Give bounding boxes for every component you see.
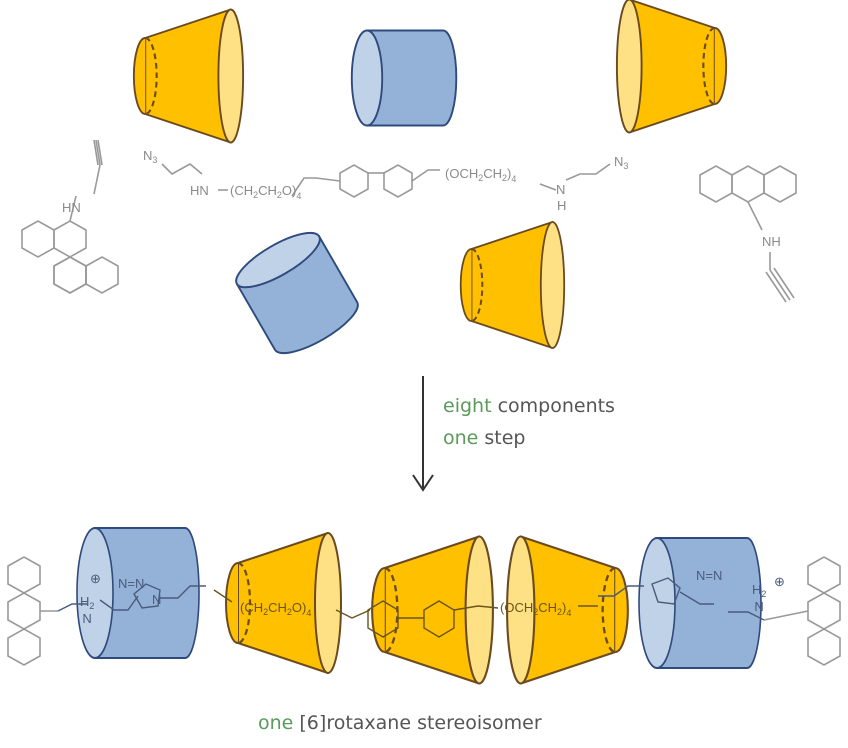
product-caption: one [6]rotaxane stereoisomer xyxy=(258,712,542,734)
axle-amine-right-n: N xyxy=(556,182,565,197)
product-caption-text: [6]rotaxane stereoisomer xyxy=(293,712,542,734)
reactant-cyclodextrin-1 xyxy=(132,8,245,144)
product-stopper-left xyxy=(7,556,58,666)
reaction-condition-line2: one step xyxy=(443,427,526,449)
product-peg-right: (OCH2CH2)4 xyxy=(500,600,571,618)
product-triazole-right: N=N xyxy=(696,568,722,583)
axle-amine-left: HN xyxy=(190,183,209,198)
axle-peg-right: (OCH2CH2)4 xyxy=(445,166,516,184)
stopper-right-nh: NH xyxy=(762,234,781,249)
reactant-cucurbituril-1 xyxy=(350,29,458,127)
product-cucurbituril-right xyxy=(638,536,762,670)
step-text: step xyxy=(478,427,526,449)
stopper-right: NH xyxy=(699,165,797,303)
product-stopper-right xyxy=(763,556,841,666)
stopper-left-hn: HN xyxy=(62,200,81,215)
reactant-cyclodextrin-2 xyxy=(615,0,728,134)
reaction-arrow xyxy=(412,376,434,492)
stopper-left: HN xyxy=(21,139,119,294)
axle-azide-right: N3 xyxy=(614,154,628,171)
product-plus-right: ⊕ xyxy=(774,574,785,589)
axle-azide-left: N3 xyxy=(143,148,157,165)
highlight-eight: eight xyxy=(443,395,492,417)
product-peg-left: (CH2CH2O)4 xyxy=(240,600,311,618)
highlight-one-step: one xyxy=(443,427,479,449)
reaction-condition-line1: eight components xyxy=(443,395,615,417)
axle: N3 HN (CH2CH2O)4 (OCH2CH2)4 N H N3 xyxy=(143,148,628,213)
product-triazole-left-n: N xyxy=(152,592,161,607)
product-plus-left: ⊕ xyxy=(90,571,101,586)
product-cucurbituril-left xyxy=(76,526,200,660)
product-triazole-left: N=N xyxy=(118,576,144,591)
reactant-cyclodextrin-3 xyxy=(459,221,566,349)
highlight-one-product: one xyxy=(258,712,294,734)
components-text: components xyxy=(491,395,615,417)
axle-peg-left: (CH2CH2O)4 xyxy=(230,183,301,201)
product-cyclodextrin-2 xyxy=(370,535,495,685)
reactant-cucurbituril-2 xyxy=(235,231,359,355)
axle-amine-right-h: H xyxy=(557,198,566,213)
